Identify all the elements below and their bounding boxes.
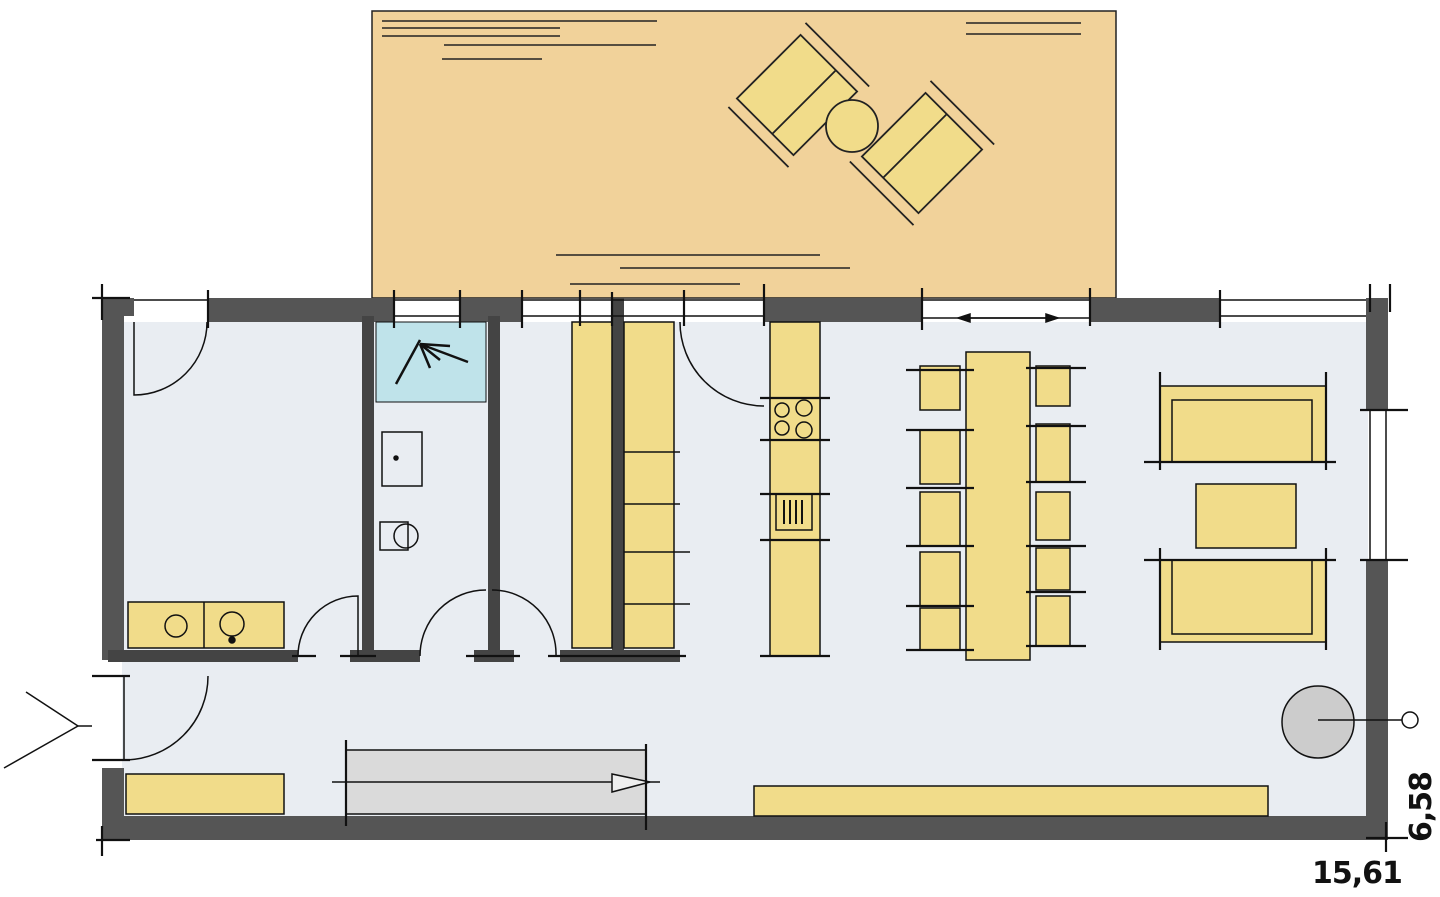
storage-cabinets xyxy=(571,321,690,649)
kitchen-counter xyxy=(769,321,821,657)
entry-marker xyxy=(3,691,92,769)
utility-counter xyxy=(127,601,285,649)
stove xyxy=(1281,685,1419,759)
dining-set xyxy=(919,351,1071,661)
lounge-chairs xyxy=(727,22,995,226)
sketch-ticks xyxy=(92,284,1408,856)
windows xyxy=(134,299,1387,560)
width-dimension: 6,58 xyxy=(1404,771,1439,842)
shower xyxy=(375,321,487,403)
interior-walls xyxy=(108,298,680,662)
length-dimension: 15,61 xyxy=(1312,856,1403,891)
terrace xyxy=(371,10,1117,299)
door-swings xyxy=(123,321,765,761)
exterior-walls xyxy=(102,298,1388,840)
sideboards xyxy=(125,773,1269,817)
bath-fixtures xyxy=(379,431,423,551)
stair xyxy=(332,749,660,815)
